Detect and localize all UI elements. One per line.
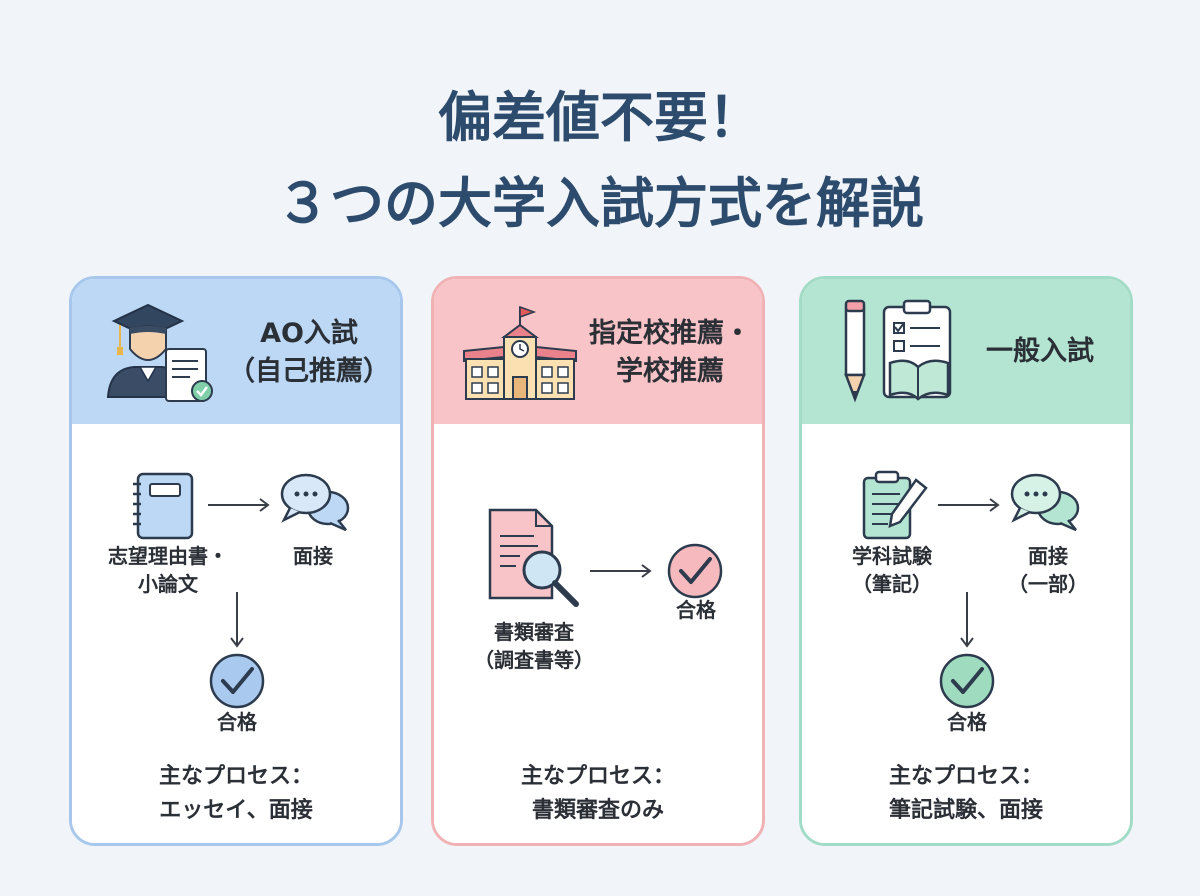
step-written-exam-label: 学科試験 （筆記） xyxy=(852,544,932,596)
school-building-icon xyxy=(463,305,577,400)
card-header: 一般入試 xyxy=(802,279,1130,424)
title-line-1: 偏差値不要！ xyxy=(438,86,762,149)
arrow-icon xyxy=(590,564,652,578)
step-interview-label: 面接 xyxy=(293,544,333,568)
card-flow: 志望理由書・ 小論文 面接 合格 主なプロセス： エッセイ、面接 xyxy=(72,424,400,843)
summary: 主なプロセス： エッセイ、面接 xyxy=(158,764,313,823)
notebook-icon xyxy=(133,472,194,540)
arrow-icon xyxy=(938,498,1000,512)
step-document-review-label: 書類審査 （調査書等） xyxy=(474,620,594,672)
speech-bubbles-icon xyxy=(280,473,350,532)
document-magnifier-icon xyxy=(488,508,579,607)
step-essay-label: 志望理由書・ 小論文 xyxy=(108,544,228,596)
arrow-icon xyxy=(230,592,244,648)
card-title: 指定校推薦・ 学校推薦 xyxy=(589,318,751,387)
speech-bubbles-icon xyxy=(1010,473,1080,532)
summary: 主なプロセス： 書類審査のみ xyxy=(520,764,675,823)
check-circle-icon xyxy=(209,653,265,709)
card-flow: 書類審査 （調査書等） 合格 主なプロセス： 書類審査のみ xyxy=(434,424,762,843)
step-interview-label: 面接 （一部） xyxy=(1008,544,1088,596)
arrow-icon xyxy=(208,498,270,512)
graduate-with-document-icon xyxy=(106,303,213,402)
card-recommendation-exam: 指定校推薦・ 学校推薦 書類審査 （調査書等） 合格 主 xyxy=(431,276,765,846)
card-title: AO入試 （自己推薦） xyxy=(228,318,390,387)
card-header: 指定校推薦・ 学校推薦 xyxy=(434,279,762,424)
arrow-icon xyxy=(960,592,974,648)
card-title: 一般入試 xyxy=(986,336,1094,367)
pencil-clipboard-book-icon xyxy=(844,299,952,403)
result-pass-label: 合格 xyxy=(676,598,716,622)
result-pass-label: 合格 xyxy=(217,710,257,734)
clipboard-pen-icon xyxy=(862,470,928,540)
summary: 主なプロセス： 筆記試験、面接 xyxy=(888,764,1043,823)
check-circle-icon xyxy=(667,543,723,599)
card-general-exam: 一般入試 学科試験 （筆記） 面接 （一部） xyxy=(799,276,1133,846)
card-header: AO入試 （自己推薦） xyxy=(72,279,400,424)
check-circle-icon xyxy=(939,653,995,709)
title-line-2: ３つの大学入試方式を解説 xyxy=(276,172,924,235)
card-flow: 学科試験 （筆記） 面接 （一部） 合格 主なプロセス： 筆記試験、面接 xyxy=(802,424,1130,843)
result-pass-label: 合格 xyxy=(947,710,987,734)
card-ao-exam: AO入試 （自己推薦） 志望理由書・ 小論文 面接 xyxy=(69,276,403,846)
